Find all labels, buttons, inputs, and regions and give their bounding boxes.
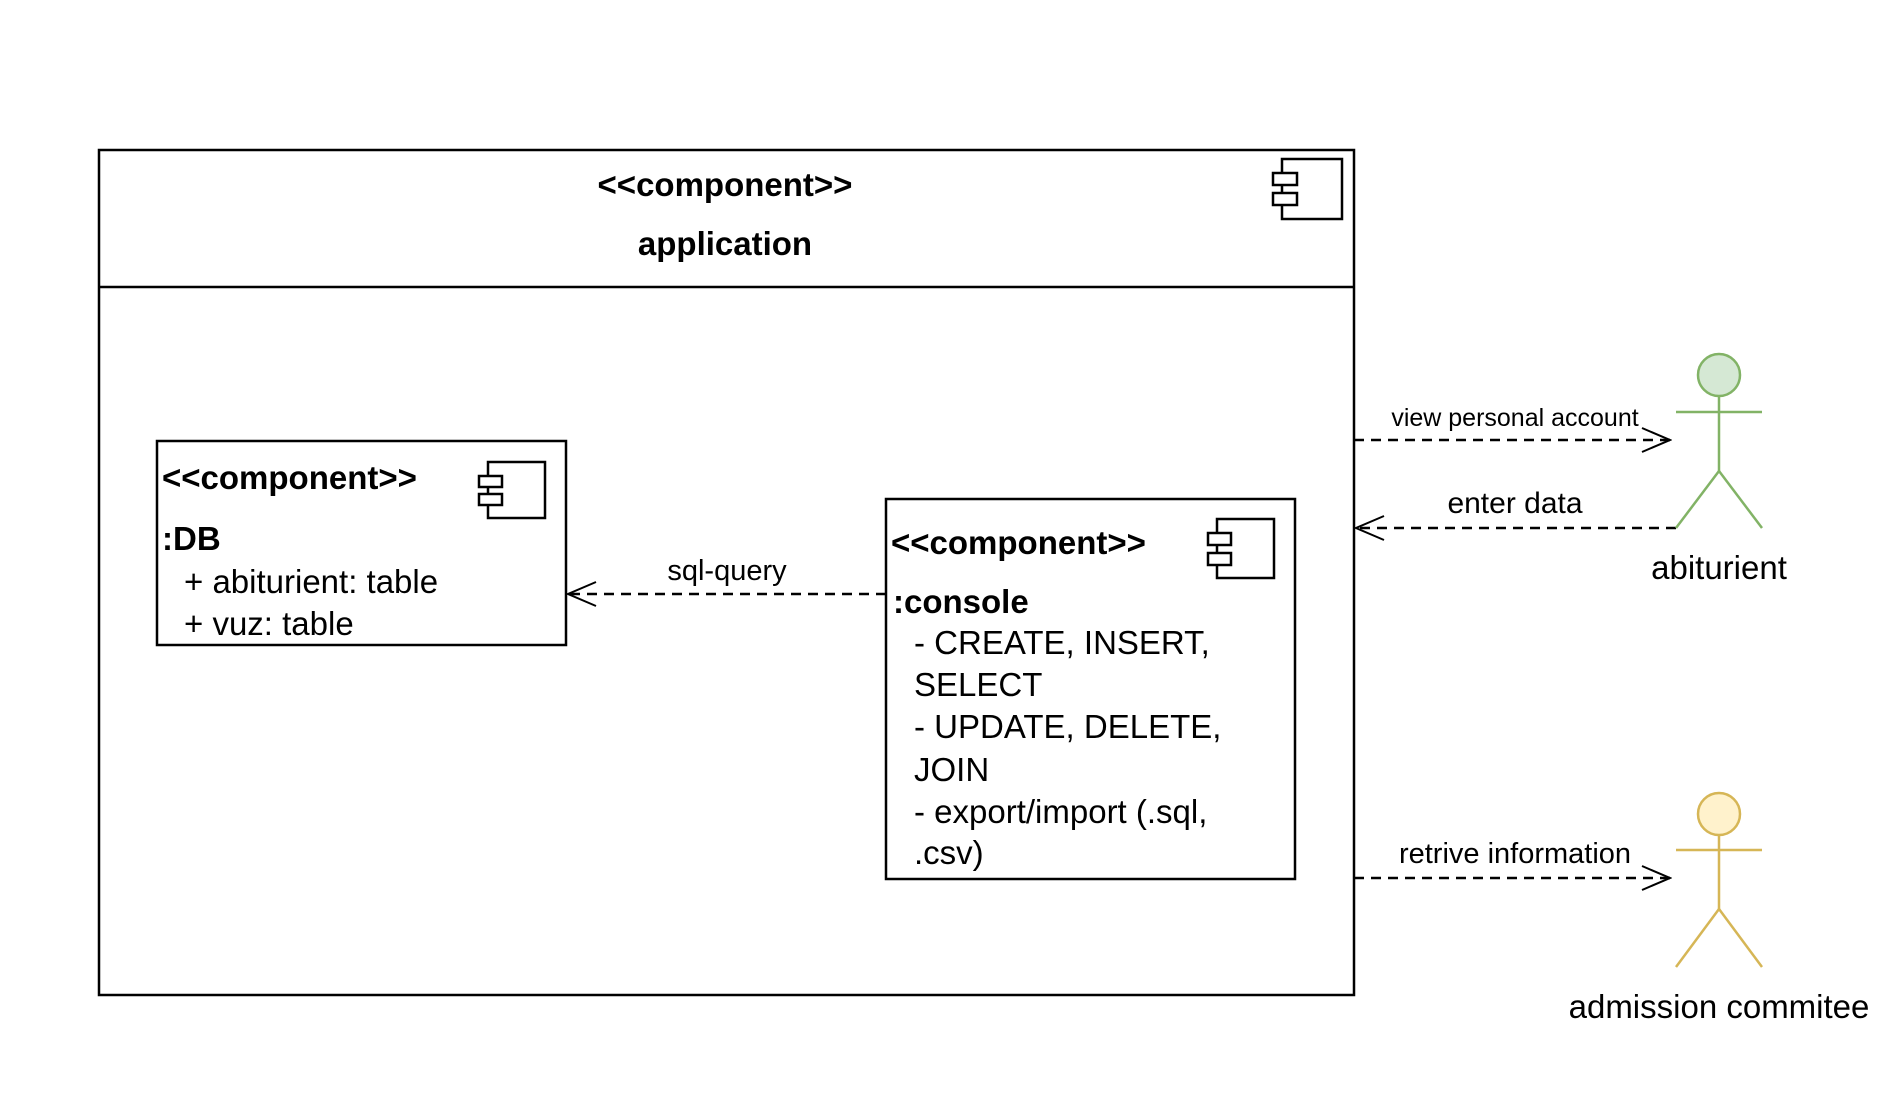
console-operation: JOIN [914, 751, 989, 788]
component-icon [477, 460, 547, 520]
actor-admission-commitee-name: admission commitee [1569, 988, 1870, 1025]
stick-figure-icon [1674, 791, 1764, 968]
db-attribute: + vuz: table [184, 605, 354, 642]
component-icon [1206, 517, 1276, 580]
view-personal-account-label: view personal account [1391, 404, 1638, 432]
db-attribute: + abiturient: table [184, 563, 438, 600]
application-stereotype: <<component>> [598, 166, 853, 203]
retrive-information-label: retrive information [1399, 838, 1631, 870]
view-personal-account-edge[interactable]: view personal account [1354, 404, 1670, 440]
stick-figure-icon [1675, 352, 1763, 529]
sql-query-label: sql-query [667, 555, 787, 587]
enter-data-edge[interactable]: enter data [1356, 487, 1676, 528]
console-operation: - export/import (.sql, [914, 793, 1207, 830]
console-component[interactable]: <<component>> :console - CREATE, INSERT,… [884, 497, 1297, 881]
retrive-information-edge[interactable]: retrive information [1354, 838, 1670, 878]
console-stereotype: <<component>> [891, 524, 1146, 561]
console-operation: SELECT [914, 666, 1042, 703]
actor-abiturient-name: abiturient [1651, 549, 1787, 586]
db-component[interactable]: <<component>> :DB + abiturient: table + … [155, 439, 568, 647]
enter-data-label: enter data [1447, 487, 1582, 520]
db-name: :DB [162, 520, 221, 557]
actor-admission-commitee[interactable]: admission commitee [1569, 791, 1870, 1025]
db-stereotype: <<component>> [162, 459, 417, 496]
sql-query-edge[interactable]: sql-query [568, 555, 886, 594]
console-name: :console [893, 583, 1029, 620]
console-operation: .csv) [914, 834, 984, 871]
console-operation: - UPDATE, DELETE, [914, 708, 1221, 745]
component-icon [1271, 157, 1344, 221]
application-name: application [638, 225, 812, 262]
actor-abiturient[interactable]: abiturient [1651, 352, 1787, 586]
console-operation: - CREATE, INSERT, [914, 624, 1210, 661]
